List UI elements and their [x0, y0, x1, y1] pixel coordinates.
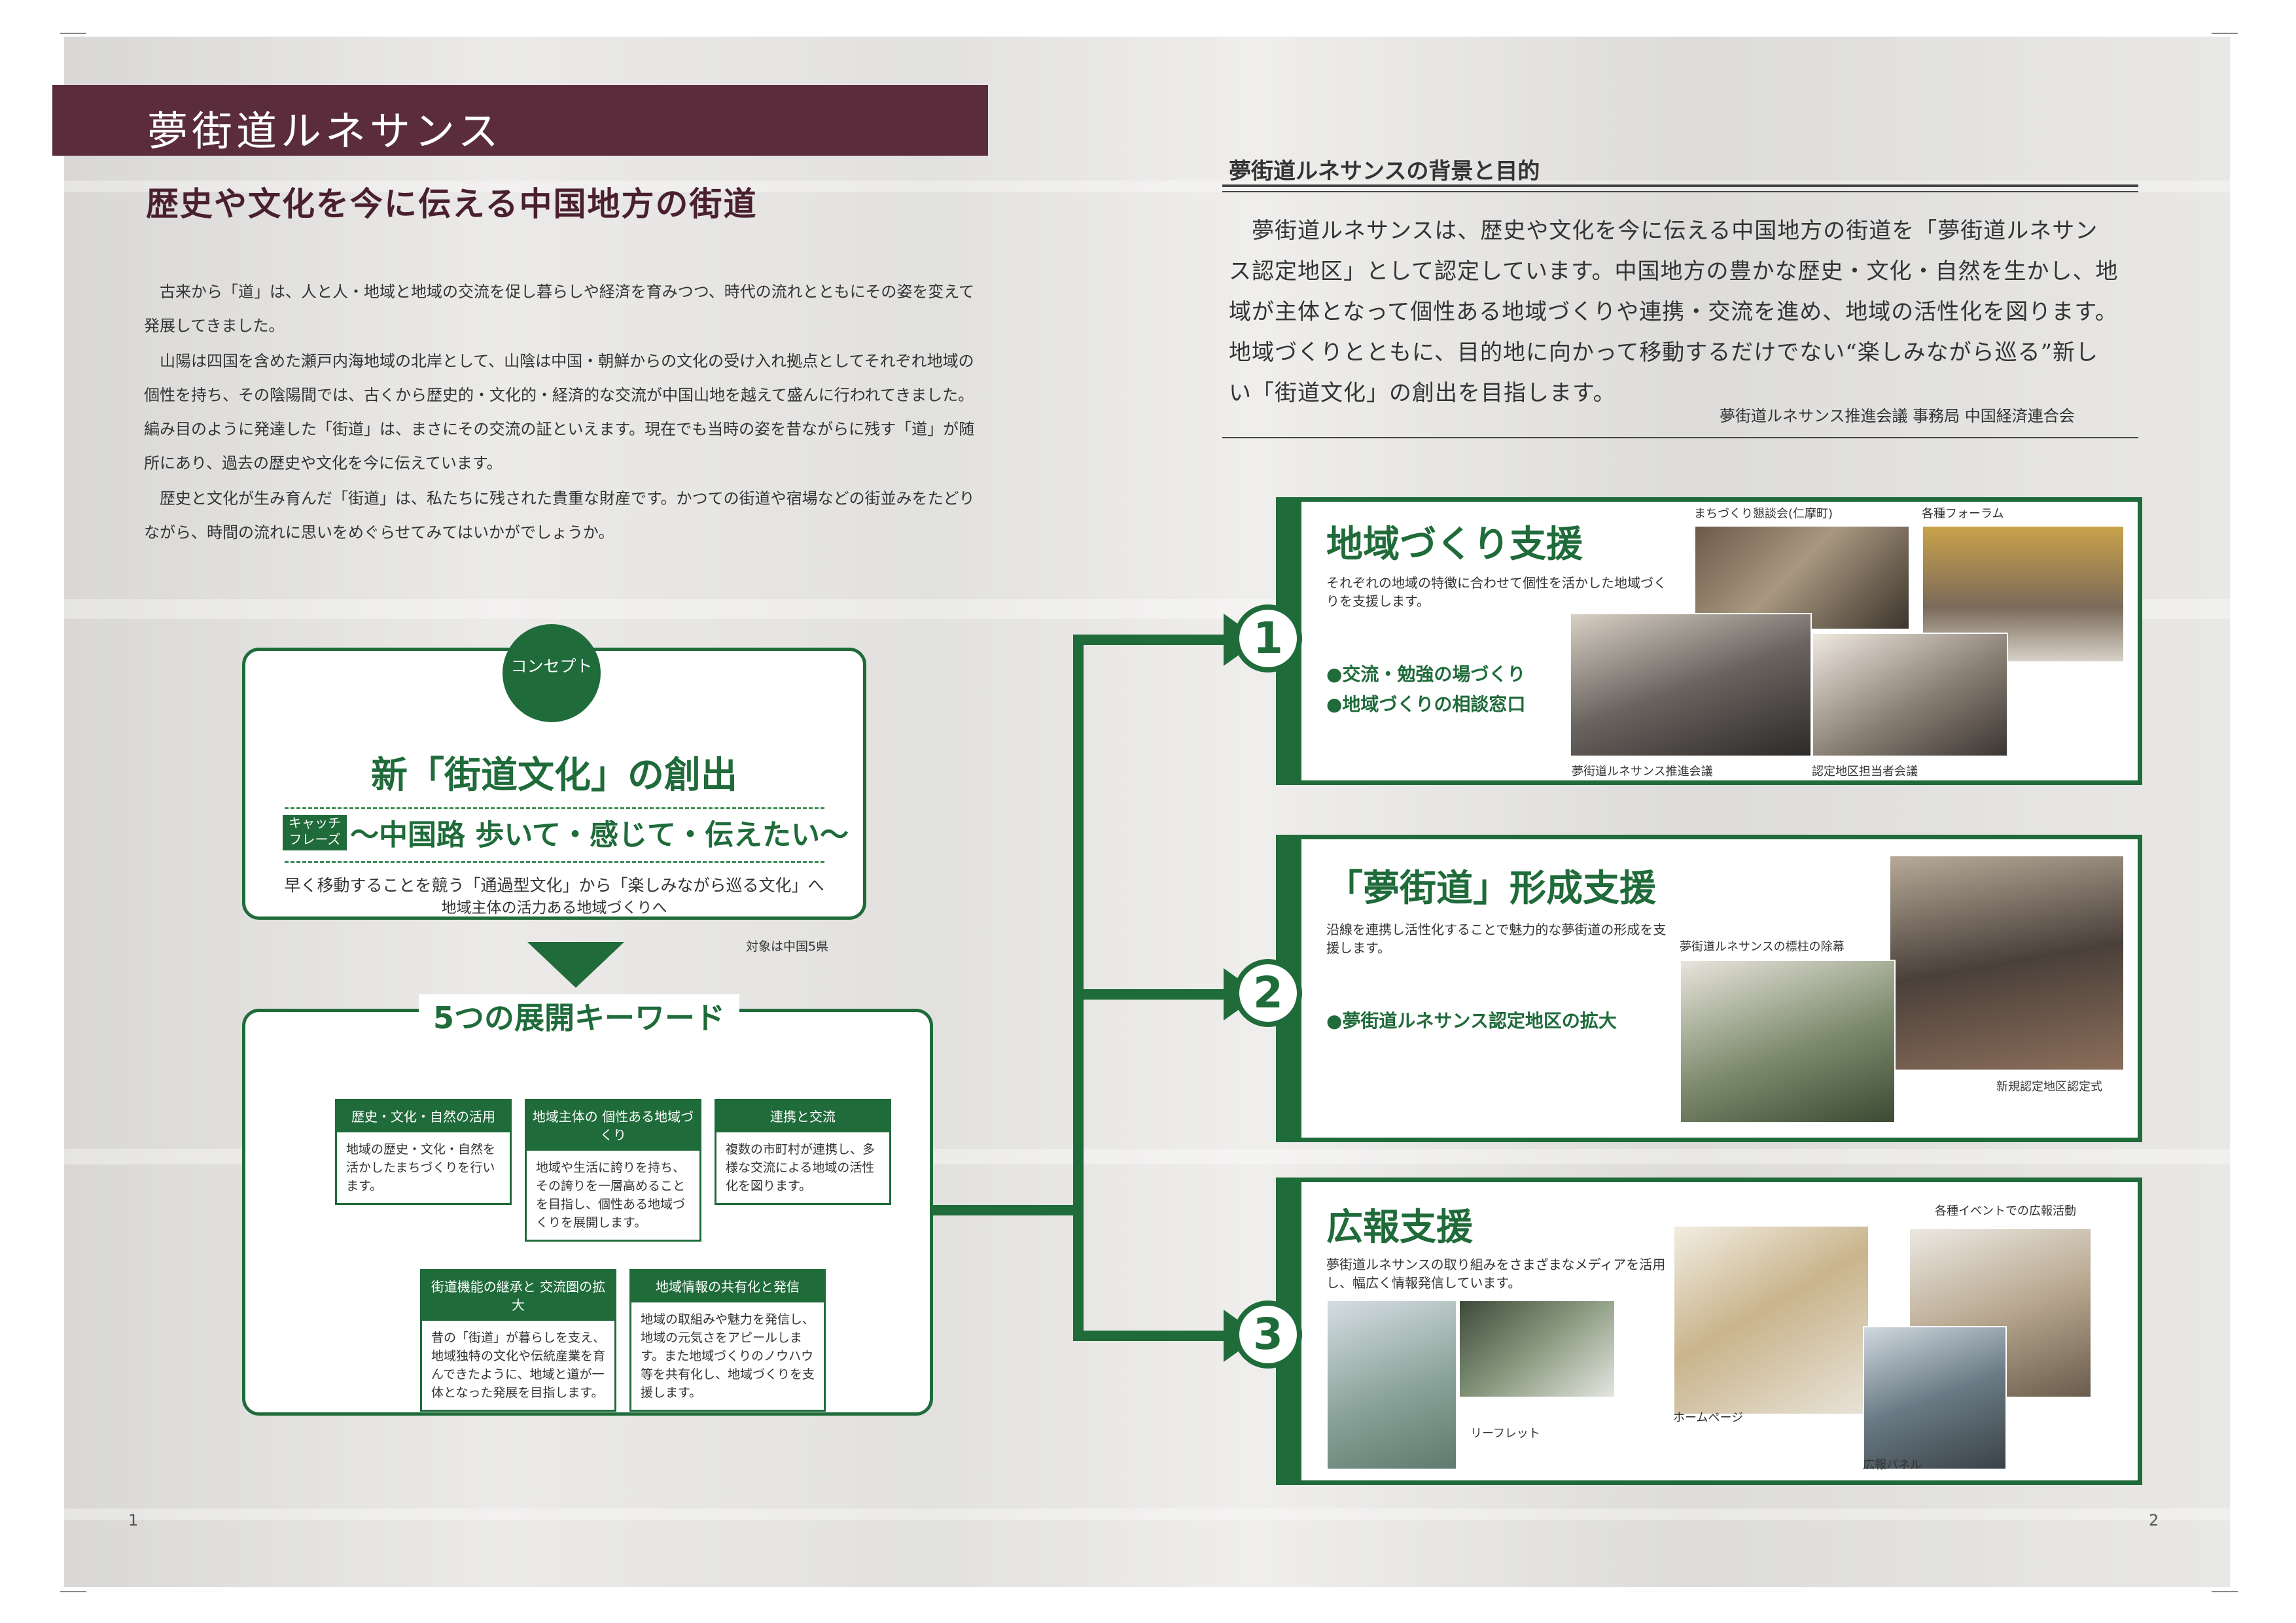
photo-caption: 新規認定地区認定式	[1996, 1080, 2102, 1094]
step-number: 1	[1234, 604, 1302, 672]
connector-line	[1073, 989, 1230, 1000]
connector-line	[1073, 635, 1230, 645]
photo-ceremony	[1889, 855, 2125, 1071]
page-subtitle: 歴史や文化を今に伝える中国地方の街道	[146, 184, 758, 223]
concept-note: 対象は中国5県	[746, 939, 829, 954]
down-arrow-icon	[527, 942, 624, 988]
panel-bullet: ●夢街道ルネサンス認定地区の拡大	[1326, 1010, 1617, 1032]
keyword-card-head: 連携と交流	[716, 1101, 889, 1132]
photo-caption: まちづくり懇談会(仁摩町)	[1694, 507, 1833, 521]
keyword-card: 連携と交流 複数の市町村が連携し、多様な交流による地域の活性化を図ります。	[715, 1099, 891, 1205]
panel-desc: それぞれの地域の特徴に合わせて個性を活かした地域づくりを支援します。	[1326, 575, 1667, 609]
photo-caption: 認定地区担当者会議	[1812, 765, 1918, 778]
keyword-card-head: 地域情報の共有化と発信	[631, 1271, 824, 1302]
panel-desc: 夢街道ルネサンスの取り組みをさまざまなメディアを活用し、幅広く情報発信しています…	[1326, 1257, 1666, 1291]
page-number-left: 1	[128, 1511, 139, 1529]
texture-streak	[64, 1509, 2230, 1520]
photo-monument	[1680, 960, 1896, 1123]
keyword-card: 地域主体の 個性ある地域づくり 地域や生活に誇りを持ち、その誇りを一層高めること…	[525, 1099, 701, 1242]
photo-panel	[1863, 1326, 2007, 1470]
intro-paragraph: 古来から「道」は、人と人・地域と地域の交流を促し暮らしや経済を育みつつ、時代の流…	[144, 283, 975, 335]
crop-mark	[60, 33, 86, 34]
keyword-card-body: 複数の市町村が連携し、多様な交流による地域の活性化を図ります。	[726, 1142, 875, 1193]
crop-mark	[2212, 1591, 2238, 1592]
dashed-divider	[285, 807, 824, 809]
keyword-card-body: 地域の取組みや魅力を発信し、地域の元気さをアピールします。また地域づくりのノウハ…	[641, 1312, 815, 1400]
photo-conference	[1812, 633, 2008, 757]
panel-pr-support: 広報支援 夢街道ルネサンスの取り組みをさまざまなメディアを活用し、幅広く情報発信…	[1276, 1178, 2142, 1485]
concept-desc-line2: 地域主体の活力ある地域づくりへ	[441, 899, 667, 916]
panel-road-formation: 「夢街道」形成支援 沿線を連携し活性化することで魅力的な夢街道の形成を支援します…	[1276, 835, 2142, 1142]
photo-caption: リーフレット	[1470, 1427, 1540, 1440]
photo-caption: 各種フォーラム	[1922, 507, 2004, 521]
panel-bullet: ●地域づくりの相談窓口	[1326, 693, 1526, 715]
background-signature: 夢街道ルネサンス推進会議 事務局 中国経済連合会	[1720, 407, 2075, 425]
photo-caption: 夢街道ルネサンスの標柱の除幕	[1680, 940, 1845, 954]
rule-line	[1222, 184, 2138, 187]
photo-council	[1570, 613, 1812, 757]
keyword-card: 地域情報の共有化と発信 地域の取組みや魅力を発信し、地域の元気さをアピールします…	[629, 1269, 826, 1412]
panel-desc: 沿線を連携し活性化することで魅力的な夢街道の形成を支援します。	[1326, 922, 1667, 956]
rule-line	[1222, 191, 2138, 192]
section-header: 夢街道ルネサンス	[52, 85, 988, 156]
concept-title: 新「街道文化」の創出	[371, 754, 737, 797]
photo-leaflet	[1326, 1300, 1457, 1470]
keywords-title: 5つの展開キーワード	[419, 994, 740, 1038]
keyword-card-body: 地域や生活に誇りを持ち、その誇りを一層高めることを目指し、個性ある地域づくりを展…	[536, 1161, 686, 1230]
panel-community-support: 地域づくり支援 それぞれの地域の特徴に合わせて個性を活かした地域づくりを支援しま…	[1276, 497, 2142, 785]
intro-paragraph: 歴史と文化が生み育んだ「街道」は、私たちに残された貴重な財産です。かつての街道や…	[144, 489, 975, 542]
page-number-right: 2	[2149, 1511, 2159, 1529]
background-text: 夢街道ルネサンスは、歴史や文化を今に伝える中国地方の街道を「夢街道ルネサンス認定…	[1229, 218, 2119, 406]
catch-phrase: ～中国路 歩いて・感じて・伝えたい～	[350, 818, 849, 852]
panel-title: 「夢街道」形成支援	[1326, 867, 1656, 910]
step-number: 2	[1234, 959, 1302, 1027]
photo-homepage	[1673, 1225, 1869, 1415]
keyword-card: 街道機能の継承と 交流圏の拡大 昔の「街道」が暮らしを支え、地域独特の文化や伝統…	[420, 1269, 616, 1412]
concept-desc-line1: 早く移動することを競う「通過型文化」から「楽しみながら巡る文化」へ	[284, 876, 824, 895]
photo-caption: 夢街道ルネサンス推進会議	[1572, 765, 1713, 778]
intro-paragraph: 山陽は四国を含めた瀬戸内海地域の北岸として、山陰は中国・朝鮮からの文化の受け入れ…	[144, 352, 975, 472]
keyword-card-head: 地域主体の 個性ある地域づくり	[527, 1101, 699, 1151]
background-title: 夢街道ルネサンスの背景と目的	[1229, 158, 1540, 184]
header-title: 夢街道ルネサンス	[147, 107, 503, 155]
step-number: 3	[1234, 1300, 1302, 1369]
crop-mark	[2212, 33, 2238, 34]
crop-mark	[60, 1591, 86, 1592]
rule-line	[1222, 437, 2138, 438]
panel-bullet: ●交流・勉強の場づくり	[1326, 663, 1526, 685]
keyword-card-head: 歴史・文化・自然の活用	[337, 1101, 510, 1132]
photo-caption: 各種イベントでの広報活動	[1935, 1204, 2076, 1218]
catch-phrase-badge: キャッチ フレーズ	[283, 815, 347, 850]
connector-line	[1073, 635, 1084, 1341]
photo-caption: 広報パネル	[1863, 1458, 1922, 1472]
keyword-card-head: 街道機能の継承と 交流圏の拡大	[422, 1271, 614, 1321]
photo-caption: ホームページ	[1673, 1411, 1744, 1425]
concept-badge: コンセプト	[503, 624, 601, 722]
photo-meeting	[1694, 525, 1910, 630]
photo-leaflet-inner	[1458, 1300, 1616, 1398]
keyword-card-body: 地域の歴史・文化・自然を活かしたまちづくりを行います。	[346, 1142, 496, 1193]
keyword-card: 歴史・文化・自然の活用 地域の歴史・文化・自然を活かしたまちづくりを行います。	[335, 1099, 512, 1205]
dashed-divider	[285, 861, 824, 863]
panel-title: 地域づくり支援	[1326, 523, 1583, 566]
connector-line	[933, 1205, 1077, 1215]
texture-streak	[64, 181, 2230, 192]
panel-title: 広報支援	[1326, 1206, 1473, 1249]
connector-line	[1073, 1331, 1230, 1341]
keyword-card-body: 昔の「街道」が暮らしを支え、地域独特の文化や伝統産業を育んできたように、地域と道…	[431, 1331, 606, 1400]
